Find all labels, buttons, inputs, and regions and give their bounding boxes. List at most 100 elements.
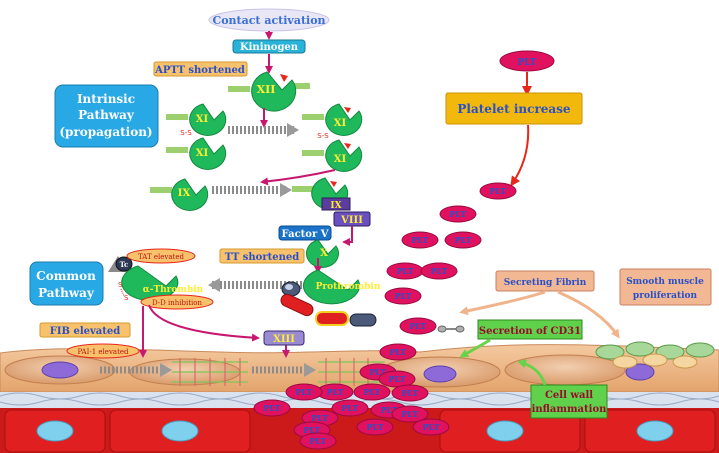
platelet: PLT xyxy=(353,383,391,401)
kininogen-label: Kininogen xyxy=(240,42,299,53)
smooth-muscle-label-1: Smooth muscle xyxy=(626,277,704,287)
plt-label: PLT xyxy=(381,405,398,415)
thrombin-label: α-Thrombin xyxy=(143,285,204,295)
plt-label: PLT xyxy=(423,422,440,432)
fibrin-mesh xyxy=(172,358,385,386)
plt-label: PLT xyxy=(304,425,321,435)
plt-label: PLT xyxy=(312,413,329,423)
disulfide-left-label: S-S xyxy=(180,129,192,137)
smooth-muscle-box xyxy=(619,268,712,306)
intrinsic-pathway-label-1: Intrinsic xyxy=(77,92,135,106)
tat-elevated-oval xyxy=(126,248,196,264)
factor-ix-right: IX xyxy=(292,177,351,211)
plt-label: PLT xyxy=(431,266,448,276)
intrinsic-pathway-box xyxy=(54,84,159,148)
platelet: PLT xyxy=(391,384,429,402)
platelet: PLT xyxy=(253,399,291,417)
platelet: PLT xyxy=(378,370,416,388)
plt-label: PLT xyxy=(450,209,467,219)
plt-label: PLT xyxy=(410,321,427,331)
secreting-fibrin-label: Secreting Fibrin xyxy=(504,278,587,288)
platelet: PLT xyxy=(420,262,458,280)
platelet: PLT xyxy=(412,418,450,436)
platelet-increase-box xyxy=(445,92,583,125)
kininogen-box xyxy=(232,39,306,54)
xi-top-right-label: XI xyxy=(334,118,347,129)
platelet: PLT xyxy=(399,317,437,335)
prothrombin-label: Prothrombin xyxy=(316,282,381,292)
aptt-box xyxy=(153,61,248,77)
tt-shortened-label: TT shortened xyxy=(225,252,299,263)
platelet: PLT xyxy=(386,262,424,280)
smooth-muscle-label-2: proliferation xyxy=(633,291,698,301)
factor-xii: XII xyxy=(228,71,310,112)
plt-label: PLT xyxy=(367,422,384,432)
prothrombin: Prothrombin xyxy=(280,269,381,327)
s1-label: S xyxy=(118,281,123,289)
pai1-elevated-oval xyxy=(66,343,140,359)
tt-shortened-box xyxy=(219,248,305,264)
xi-bottom-right-label: XI xyxy=(334,154,347,165)
plt-label: PLT xyxy=(370,367,387,377)
xii-label: XII xyxy=(257,83,276,96)
xi-bottom-left-label: XI xyxy=(196,148,209,159)
plt-label: PLT xyxy=(390,347,407,357)
secreting-fibrin-box xyxy=(495,270,595,292)
plt-label: PLT xyxy=(296,387,313,397)
platelet: PLT xyxy=(379,343,417,361)
platelet: PLT xyxy=(439,205,477,223)
x-label: X xyxy=(320,248,328,259)
plt-label: PLT xyxy=(402,409,419,419)
plt-label: PLT xyxy=(402,388,419,398)
common-pathway-box xyxy=(29,261,104,306)
smooth-muscle-cells xyxy=(595,341,715,369)
tat-elevated-label: TAT elevated xyxy=(138,253,184,261)
platelet: PLT xyxy=(299,432,337,450)
platelet: PLT xyxy=(331,399,369,417)
cell-wall-label-1: Cell wall xyxy=(545,390,593,401)
fib-elevated-box xyxy=(39,322,131,338)
plt-label: PLT xyxy=(455,235,472,245)
factor-ix-left: IX xyxy=(150,178,209,211)
contact-activation-label: Contact activation xyxy=(212,14,325,27)
platelet: PLT xyxy=(356,418,394,436)
platelet: PLT xyxy=(401,231,439,249)
factor-v-box xyxy=(278,225,332,241)
plt-label: PLT xyxy=(389,374,406,384)
aptt-label: APTT shortened xyxy=(154,65,245,76)
plt-label: PLT xyxy=(490,186,507,196)
platelet-top: PLT xyxy=(499,50,555,72)
common-pathway-label-2: Pathway xyxy=(38,286,95,300)
dd-inhibition-oval xyxy=(140,294,214,310)
fib-elevated-label: FIB elevated xyxy=(50,326,121,337)
intrinsic-pathway-label-2: Pathway xyxy=(78,108,135,122)
ix-left-label: IX xyxy=(178,188,191,199)
plt-label: PLT xyxy=(397,266,414,276)
factor-xi-left: XI XI S-S xyxy=(166,103,227,170)
xiii-box xyxy=(263,330,305,346)
s2-label: S xyxy=(124,294,129,302)
cell-nucleus xyxy=(41,361,79,379)
disulfide-right-label: S-S xyxy=(317,132,329,140)
plt-label: PLT xyxy=(264,403,281,413)
common-pathway-label-1: Common xyxy=(36,269,96,283)
platelet: PLT xyxy=(391,405,429,423)
dd-inhibition-label: D-D inhibition xyxy=(152,299,202,307)
plt-label: PLT xyxy=(412,235,429,245)
factor-v-label: Factor V xyxy=(282,229,329,240)
cd31-molecule xyxy=(437,325,465,333)
plt-top-label: PLT xyxy=(517,58,536,68)
secretion-cd31-label: Secretion of CD31 xyxy=(479,326,581,337)
factor-xi-right: XI XI S-S xyxy=(302,103,363,172)
factor-x: X xyxy=(305,239,339,268)
ix-right-label: IX xyxy=(330,201,341,211)
platelet: PLT xyxy=(384,287,422,305)
tc-marker: Tc xyxy=(108,256,133,272)
platelet: PLT xyxy=(285,383,323,401)
platelet: PLT xyxy=(444,231,482,249)
secretion-cd31-box xyxy=(477,319,583,340)
platelet-increase-label: Platelet increase xyxy=(457,102,571,116)
